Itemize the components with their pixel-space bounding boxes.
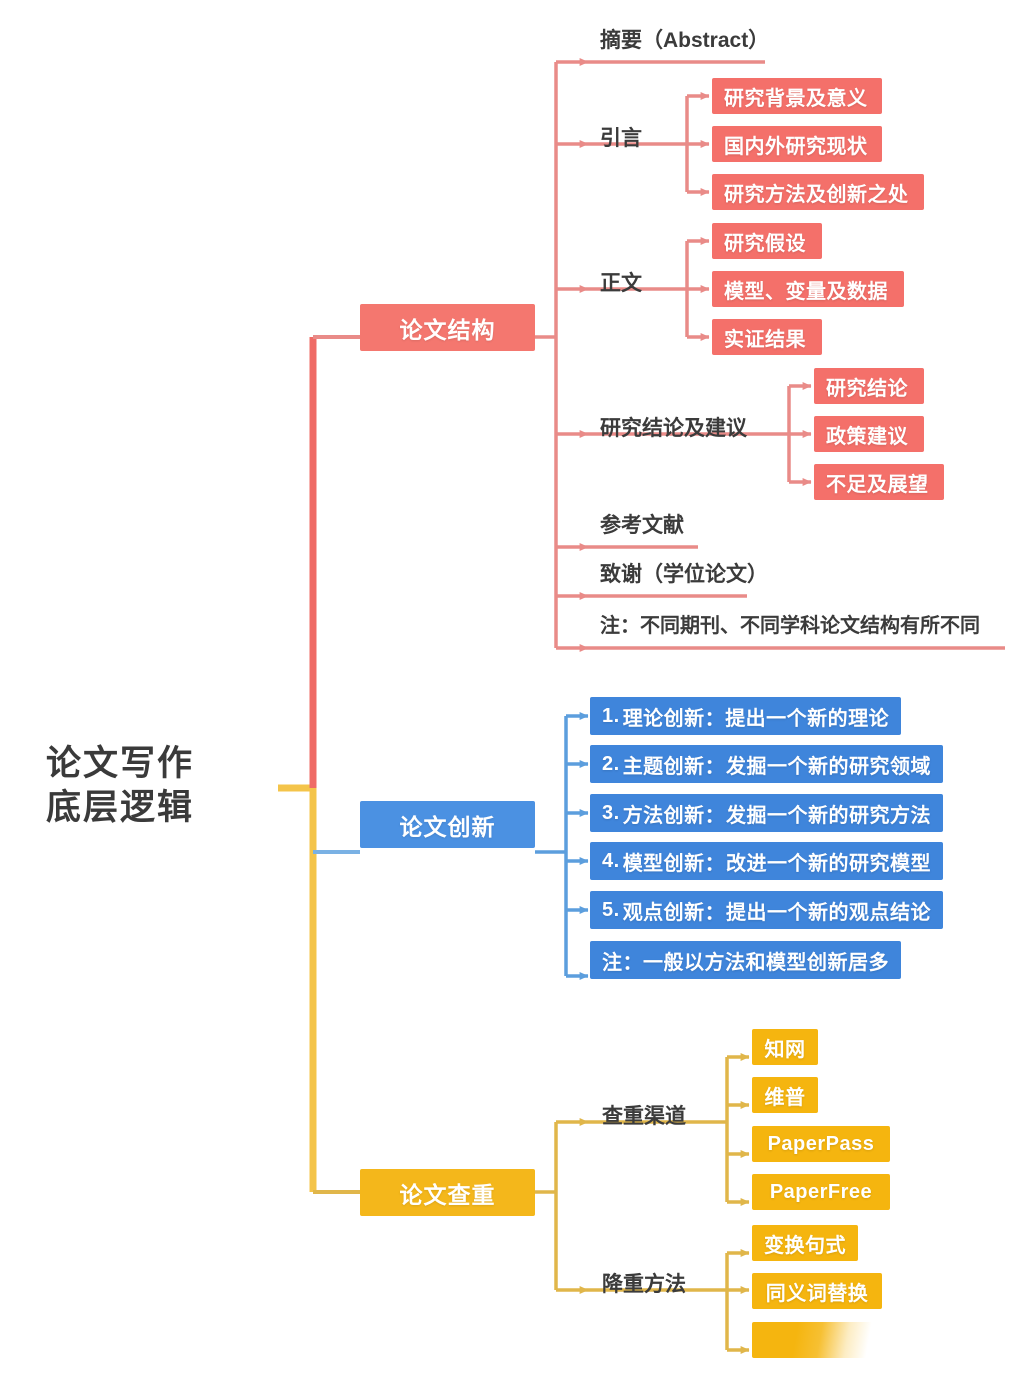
chip-innovation-3[interactable]: 3. 方法创新： 发掘一个新的研究方法 — [590, 794, 943, 832]
chip-innovation-1[interactable]: 1. 理论创新： 提出一个新的理论 — [590, 697, 901, 735]
chip-innovation-5-num: 5. — [602, 898, 620, 921]
chip-empirical-results[interactable]: 实证结果 — [712, 319, 822, 355]
chip-innovation-4-num: 4. — [602, 849, 620, 872]
chip-innovation-1-detail: 提出一个新的理论 — [725, 707, 890, 730]
chip-research-background[interactable]: 研究背景及意义 — [712, 78, 882, 114]
chip-innovation-5-detail: 提出一个新的观点结论 — [726, 901, 931, 924]
chip-vip[interactable]: 维普 — [752, 1077, 818, 1113]
chip-innovation-note: 注： 一般以方法和模型创新居多 — [590, 941, 901, 979]
chip-cnki[interactable]: 知网 — [752, 1029, 818, 1065]
node-reduction-methods[interactable]: 降重方法 — [602, 1273, 686, 1296]
root-line-1: 论文写作 — [46, 744, 195, 783]
node-structure-note: 注：不同期刊、不同学科论文结构有所不同 — [600, 615, 980, 637]
node-acknowledgements[interactable]: 致谢（学位论文） — [600, 563, 768, 586]
chip-innovation-2[interactable]: 2. 主题创新： 发掘一个新的研究领域 — [590, 745, 943, 783]
node-main-body[interactable]: 正文 — [600, 272, 642, 295]
chip-research-conclusion[interactable]: 研究结论 — [814, 368, 924, 404]
chip-innovation-1-num: 1. — [602, 704, 620, 727]
root-line-2: 底层逻辑 — [46, 788, 195, 828]
category-paper-structure[interactable]: 论文结构 — [360, 304, 535, 351]
node-abstract[interactable]: 摘要（Abstract） — [600, 29, 770, 52]
chip-innovation-3-label: 方法创新： — [622, 804, 726, 827]
root-node: 论文写作 底层逻辑 — [46, 742, 286, 830]
chip-innovation-note-detail: 一般以方法和模型创新居多 — [643, 951, 889, 974]
chip-innovation-4-detail: 改进一个新的研究模型 — [726, 852, 931, 875]
chip-innovation-4[interactable]: 4. 模型创新： 改进一个新的研究模型 — [590, 842, 943, 880]
chip-innovation-2-label: 主题创新： — [622, 755, 726, 778]
chip-innovation-2-detail: 发掘一个新的研究领域 — [726, 755, 931, 778]
chip-innovation-3-num: 3. — [602, 801, 620, 824]
chip-limitations-outlook[interactable]: 不足及展望 — [814, 464, 944, 500]
chip-innovation-note-label: 注： — [602, 951, 643, 974]
node-references[interactable]: 参考文献 — [600, 514, 684, 537]
category-paper-innovation[interactable]: 论文创新 — [360, 801, 535, 848]
chip-policy-suggestion[interactable]: 政策建议 — [814, 416, 924, 452]
chip-research-method-innovation[interactable]: 研究方法及创新之处 — [712, 174, 924, 210]
chip-research-hypothesis[interactable]: 研究假设 — [712, 223, 822, 259]
chip-reduction-method-3-cutoff[interactable] — [752, 1322, 882, 1358]
chip-innovation-5-label: 观点创新： — [622, 901, 726, 924]
chip-paperpass[interactable]: PaperPass — [752, 1126, 890, 1162]
chip-model-variables-data[interactable]: 模型、变量及数据 — [712, 271, 904, 307]
node-conclusions-and-suggestions[interactable]: 研究结论及建议 — [600, 417, 747, 440]
chip-innovation-4-label: 模型创新： — [622, 852, 726, 875]
chip-innovation-2-num: 2. — [602, 752, 620, 775]
chip-change-sentence-pattern[interactable]: 变换句式 — [752, 1225, 858, 1261]
node-introduction[interactable]: 引言 — [600, 127, 642, 150]
chip-innovation-5[interactable]: 5. 观点创新： 提出一个新的观点结论 — [590, 891, 943, 929]
node-plagiarism-channels[interactable]: 查重渠道 — [602, 1105, 686, 1128]
chip-paperfree[interactable]: PaperFree — [752, 1174, 890, 1210]
category-paper-plagiarism[interactable]: 论文查重 — [360, 1169, 535, 1216]
chip-innovation-3-detail: 发掘一个新的研究方法 — [726, 804, 931, 827]
chip-research-status[interactable]: 国内外研究现状 — [712, 126, 882, 162]
chip-synonym-replacement[interactable]: 同义词替换 — [752, 1273, 882, 1309]
chip-innovation-1-label: 理论创新： — [622, 707, 726, 730]
